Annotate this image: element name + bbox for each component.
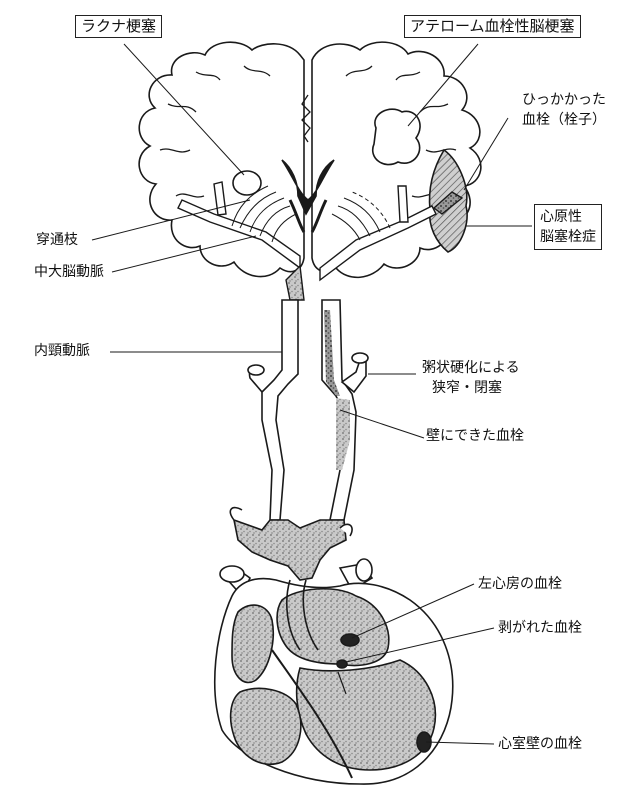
label-cardioembolic-line1: 心原性 [540, 207, 596, 227]
label-detached-thrombus: 剥がれた血栓 [498, 620, 582, 637]
label-stuck-clot-2: 血栓（栓子） [522, 112, 606, 129]
aortic-arch [234, 520, 346, 580]
label-stuck-clot: ひっかかった [522, 92, 606, 109]
label-left-atrial-thrombus: 左心房の血栓 [478, 576, 562, 593]
label-stenosis-occlusion: 狭窄・閉塞 [432, 380, 502, 397]
atherothrombotic-lesion [373, 109, 420, 164]
brain [139, 42, 481, 277]
label-lacunar-infarct: ラクナ梗塞 [75, 15, 162, 38]
label-atherothrombotic-infarct: アテローム血栓性脳梗塞 [404, 15, 581, 38]
carotid-arteries [248, 300, 368, 520]
label-atherosclerosis: 粥状硬化による [422, 360, 520, 377]
label-perforating-branches: 穿通枝 [36, 232, 78, 249]
label-cardioembolic-stroke: 心原性 脳塞栓症 [534, 204, 602, 250]
label-middle-cerebral-artery: 中大脳動脈 [34, 264, 104, 281]
label-wall-thrombus: 壁にできた血栓 [426, 428, 524, 445]
left-carotid [262, 300, 298, 520]
label-ventricular-wall-thrombus: 心室壁の血栓 [498, 736, 582, 753]
label-internal-carotid-artery: 内頸動脈 [34, 343, 90, 360]
lacunar-lesion [233, 171, 261, 195]
label-cardioembolic-line2: 脳塞栓症 [540, 227, 596, 247]
detached-clot [337, 660, 347, 668]
